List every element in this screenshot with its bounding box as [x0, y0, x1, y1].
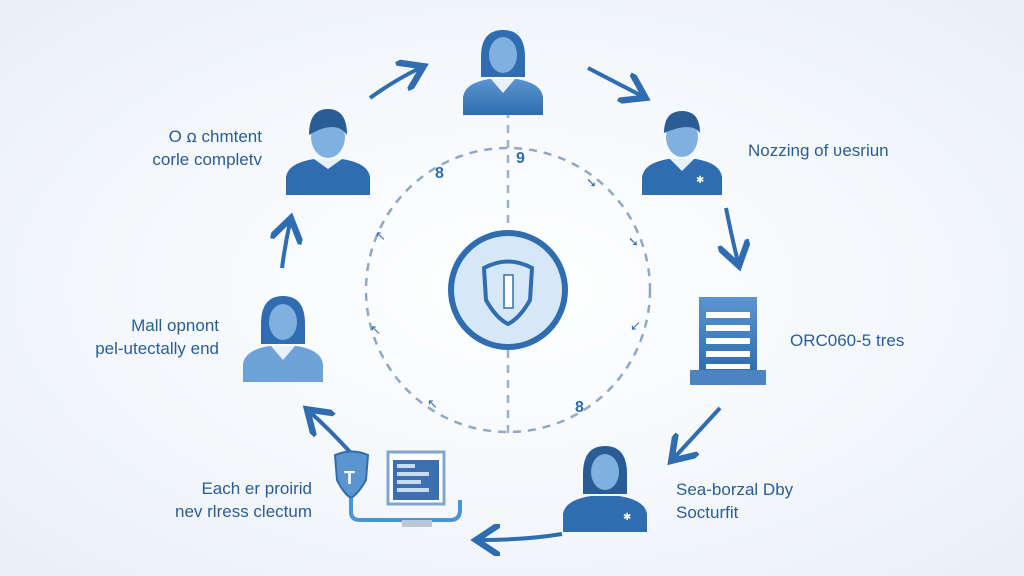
- svg-text:✱: ✱: [623, 512, 631, 523]
- person-icon-right-top: ✱: [642, 111, 722, 195]
- ring-arrow-marks: ➘ ➘ ↙ ↖ ↖ ↖: [370, 176, 641, 412]
- person-icon-bottom-right: ✱: [563, 446, 647, 532]
- shield-computer-icon: T: [333, 450, 462, 527]
- person-icon-left: [243, 296, 323, 382]
- svg-text:↖: ↖: [375, 229, 386, 244]
- person-icon-left-top: [286, 109, 370, 195]
- dashed-ring: [364, 146, 652, 434]
- center-shield-icon: [448, 230, 568, 350]
- ring-number-top: 9: [516, 150, 525, 167]
- label-line: O ꭥ chmtent: [168, 127, 262, 146]
- svg-text:➘: ➘: [586, 176, 597, 191]
- svg-text:➘: ➘: [628, 235, 639, 250]
- label-line: Each er proirid: [201, 479, 312, 498]
- label-right: ORC060-5 tres: [790, 329, 904, 352]
- label-line: corle completv: [152, 150, 262, 169]
- svg-text:↙: ↙: [630, 319, 641, 334]
- label-line: ORC060-5 tres: [790, 331, 905, 350]
- ring-number-left: 8: [435, 165, 444, 182]
- label-left: Mall opnont pel-utectally end: [95, 314, 219, 360]
- label-line: Mall opnont: [131, 316, 219, 335]
- svg-text:T: T: [344, 468, 355, 488]
- label-top-right: Nozzing of ʋesriun: [748, 139, 889, 162]
- ring-number-bottom: 8: [575, 399, 584, 416]
- document-icon: [690, 297, 766, 385]
- label-line: Nozzing of ʋesriun: [748, 141, 889, 160]
- label-line: nev rlress clectum: [175, 502, 312, 521]
- person-icon-top: [463, 30, 543, 115]
- label-line: pel-utectally end: [95, 339, 219, 358]
- svg-text:↖: ↖: [370, 323, 381, 338]
- label-top-left: O ꭥ chmtent corle completv: [152, 125, 262, 171]
- label-line: Socturfit: [676, 503, 739, 522]
- svg-text:✱: ✱: [696, 175, 704, 186]
- label-line: Sea-borzal Dby: [676, 480, 794, 499]
- label-bottom-left: Each er proirid nev rlress clectum: [175, 477, 312, 523]
- cycle-arrows: [282, 68, 738, 540]
- label-bottom-right: Sea-borzal Dby Socturfit: [676, 478, 793, 524]
- svg-text:↖: ↖: [427, 397, 438, 412]
